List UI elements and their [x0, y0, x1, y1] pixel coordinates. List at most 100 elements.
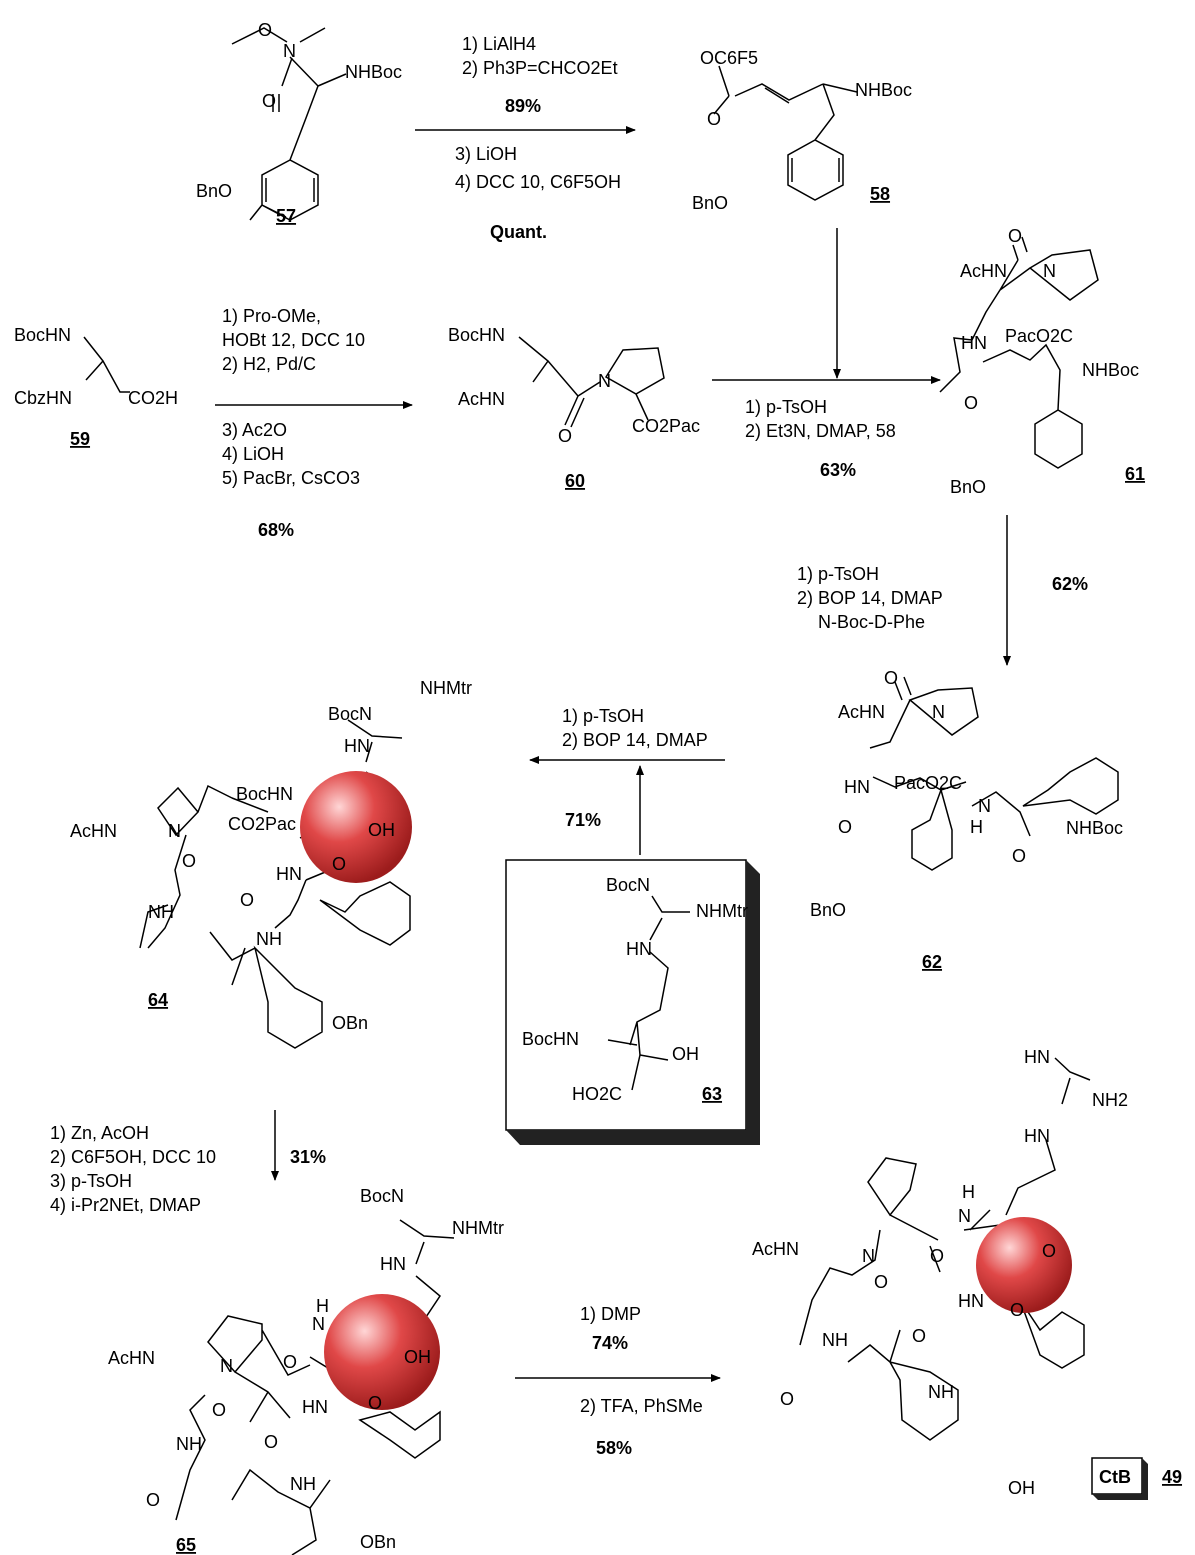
c65-atom: HN	[302, 1397, 328, 1417]
compound-49: HN NH2 HN H N N AcHN O O O HN O NH O O N…	[752, 1047, 1182, 1500]
c64-atom: NH	[148, 902, 174, 922]
yield-text: 68%	[258, 520, 294, 540]
c49-atom: O	[780, 1389, 794, 1409]
c60-atom: O	[558, 426, 572, 446]
c61-atom: O	[1008, 226, 1022, 246]
c64-atom: O	[332, 854, 346, 874]
c49-atom: AcHN	[752, 1239, 799, 1259]
c62-atom: O	[1012, 846, 1026, 866]
c64-atom: HN	[344, 736, 370, 756]
yield-text: 62%	[1052, 574, 1088, 594]
c65-atom: NH	[176, 1434, 202, 1454]
c64-atom: AcHN	[70, 821, 117, 841]
reagent-text: 2) BOP 14, DMAP	[562, 730, 708, 750]
c61-atom: PacO2C	[1005, 326, 1073, 346]
reagent-text: 2) H2, Pd/C	[222, 354, 316, 374]
c49-atom: O	[874, 1272, 888, 1292]
c65-atom: OBn	[360, 1532, 396, 1552]
c65-atom: AcHN	[108, 1348, 155, 1368]
c62-atom: AcHN	[838, 702, 885, 722]
c62-atom: PacO2C	[894, 773, 962, 793]
c57-atom: BnO	[196, 181, 232, 201]
yield-text: 89%	[505, 96, 541, 116]
c58-atom: OC6F5	[700, 48, 758, 68]
c64-atom: NH	[256, 929, 282, 949]
reagent-text: 1) Pro-OMe,	[222, 306, 321, 326]
reagent-text: 1) p-TsOH	[797, 564, 879, 584]
compound-label-62: 62	[922, 952, 942, 972]
yield-text: Quant.	[490, 222, 547, 242]
c49-atom: HN	[958, 1291, 984, 1311]
reagent-text: HOBt 12, DCC 10	[222, 330, 365, 350]
c49-atom: HN	[1024, 1047, 1050, 1067]
reagent-text: 5) PacBr, CsCO3	[222, 468, 360, 488]
ctb-badge-label: CtB	[1099, 1467, 1131, 1487]
c63-atom: NHMtr	[696, 901, 748, 921]
c49-atom: O	[1042, 1241, 1056, 1261]
c65-atom: BocN	[360, 1186, 404, 1206]
c62-atom: N	[932, 702, 945, 722]
compound-58: OC6F5 O NHBoc BnO 58	[692, 48, 912, 213]
reagent-text: 4) i-Pr2NEt, DMAP	[50, 1195, 201, 1215]
compound-59: BocHN CbzHN CO2H 59	[14, 325, 178, 449]
c65-atom: N	[312, 1314, 325, 1334]
c64-atom: CO2Pac	[228, 814, 296, 834]
c61-atom: O	[964, 393, 978, 413]
c63-atom: OH	[672, 1044, 699, 1064]
reagent-text: 4) DCC 10, C6F5OH	[455, 172, 621, 192]
c65-atom: HN	[380, 1254, 406, 1274]
c62-atom: BnO	[810, 900, 846, 920]
c49-atom: OH	[1008, 1478, 1035, 1498]
c49-atom: N	[862, 1246, 875, 1266]
reagent-text: 2) C6F5OH, DCC 10	[50, 1147, 216, 1167]
c57-atom: N	[283, 41, 296, 61]
reagent-text: 2) Ph3P=CHCO2Et	[462, 58, 618, 78]
c49-atom: NH2	[1092, 1090, 1128, 1110]
reagent-text: 2) TFA, PhSMe	[580, 1396, 703, 1416]
compound-61: O AcHN N HN PacO2C O NHBoc BnO 61	[939, 226, 1145, 497]
reagent-text: 2) BOP 14, DMAP	[797, 588, 943, 608]
c65-atom: O	[283, 1352, 297, 1372]
compound-62: O AcHN N HN PacO2C N H O O NHBoc BnO 62	[810, 668, 1123, 972]
c63-atom: BocHN	[522, 1029, 579, 1049]
reagents-57-58: 1) LiAlH4 2) Ph3P=CHCO2Et 89% 3) LiOH 4)…	[455, 34, 621, 242]
c60-atom: N	[598, 371, 611, 391]
reagents-65-49: 1) DMP 74% 2) TFA, PhSMe 58%	[580, 1304, 703, 1458]
yield-text: 63%	[820, 460, 856, 480]
c58-atom: BnO	[692, 193, 728, 213]
c65-atom: N	[220, 1356, 233, 1376]
c59-atom: BocHN	[14, 325, 71, 345]
c61-atom: N	[1043, 261, 1056, 281]
c65-atom: O	[146, 1490, 160, 1510]
reagents-64-65: 1) Zn, AcOH 2) C6F5OH, DCC 10 3) p-TsOH …	[50, 1123, 326, 1215]
c61-atom: NHBoc	[1082, 360, 1139, 380]
c65-atom: H	[316, 1296, 329, 1316]
c64-atom: OH	[368, 820, 395, 840]
c63-atom: HN	[626, 939, 652, 959]
reagent-text: 1) Zn, AcOH	[50, 1123, 149, 1143]
c59-atom: CO2H	[128, 388, 178, 408]
c64-atom: NHMtr	[420, 678, 472, 698]
c49-atom: H	[962, 1182, 975, 1202]
c65-atom: O	[212, 1400, 226, 1420]
c65-atom: NH	[290, 1474, 316, 1494]
c65-atom: NHMtr	[452, 1218, 504, 1238]
c49-atom: NH	[822, 1330, 848, 1350]
reagent-text: 1) p-TsOH	[562, 706, 644, 726]
reagent-text: 3) Ac2O	[222, 420, 287, 440]
reagent-text: 1) DMP	[580, 1304, 641, 1324]
c64-atom: O	[240, 890, 254, 910]
c59-atom: CbzHN	[14, 388, 72, 408]
c64-atom: OBn	[332, 1013, 368, 1033]
c65-atom: OH	[404, 1347, 431, 1367]
c49-atom: O	[912, 1326, 926, 1346]
reagent-text: 1) LiAlH4	[462, 34, 536, 54]
reagents-62-64: 1) p-TsOH 2) BOP 14, DMAP 71%	[562, 706, 708, 830]
reagent-text: 1) p-TsOH	[745, 397, 827, 417]
c57-atom: O	[262, 91, 276, 111]
compound-label-60: 60	[565, 471, 585, 491]
highlight-sphere	[976, 1217, 1072, 1313]
compound-65: BocN NHMtr HN N H N AcHN O O OH HN O NH …	[108, 1186, 504, 1555]
c58-atom: NHBoc	[855, 80, 912, 100]
reagent-text: N-Boc-D-Phe	[818, 612, 925, 632]
